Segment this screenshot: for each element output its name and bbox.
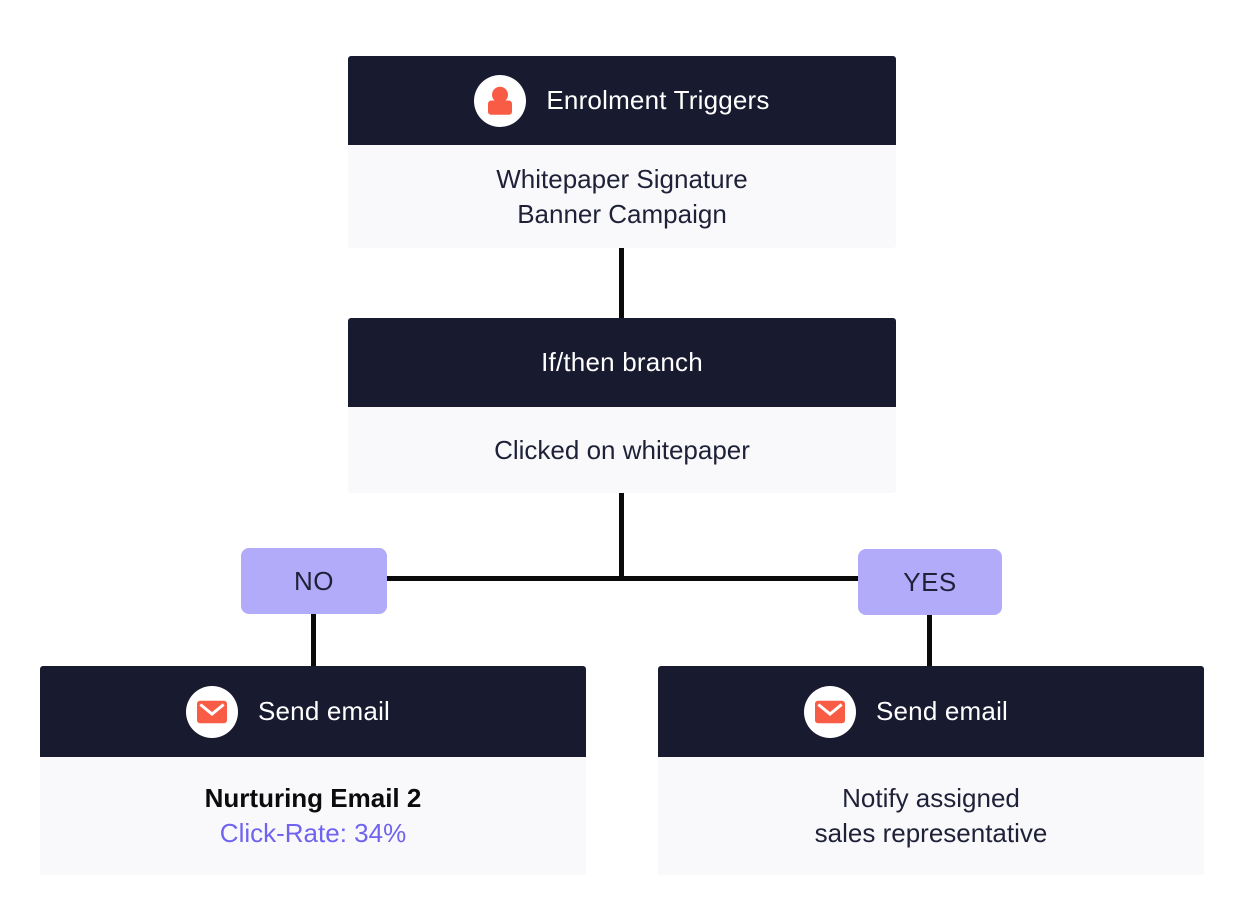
trigger-body-line: Whitepaper Signature bbox=[496, 163, 748, 194]
connector-trigger-to-branch bbox=[619, 248, 624, 318]
email-icon bbox=[803, 685, 856, 738]
send-email-yes-header: Send email bbox=[658, 666, 1204, 757]
send-email-node-yes[interactable]: Send email Notify assigned sales represe… bbox=[658, 666, 1204, 875]
send-email-yes-title: Send email bbox=[875, 696, 1009, 726]
connector-branch-down bbox=[619, 493, 624, 581]
enrolment-trigger-title: Enrolment Triggers bbox=[546, 85, 770, 115]
email-name-text: Nurturing Email 2 bbox=[204, 783, 422, 813]
branch-yes-chip[interactable]: YES bbox=[858, 549, 1002, 615]
if-then-branch-body: Clicked on whitepaper bbox=[348, 407, 896, 493]
trigger-body-line: Banner Campaign bbox=[517, 198, 727, 229]
email-icon bbox=[185, 685, 238, 738]
person-icon bbox=[474, 74, 527, 127]
enrolment-trigger-node[interactable]: Enrolment Triggers Whitepaper Signature … bbox=[348, 56, 896, 248]
send-email-no-title: Send email bbox=[257, 696, 391, 726]
send-email-no-header: Send email bbox=[40, 666, 586, 757]
branch-no-chip[interactable]: NO bbox=[241, 548, 387, 614]
notify-body-line: sales representative bbox=[814, 818, 1048, 848]
notify-body-line: Notify assigned bbox=[842, 783, 1020, 813]
if-then-branch-header: If/then branch bbox=[348, 318, 896, 407]
if-then-branch-title: If/then branch bbox=[541, 347, 703, 377]
send-email-no-body: Nurturing Email 2 Click-Rate: 34% bbox=[40, 757, 586, 875]
branch-condition-text: Clicked on whitepaper bbox=[494, 434, 750, 465]
send-email-node-no[interactable]: Send email Nurturing Email 2 Click-Rate:… bbox=[40, 666, 586, 875]
enrolment-trigger-body: Whitepaper Signature Banner Campaign bbox=[348, 145, 896, 248]
connector-yes-to-email bbox=[927, 615, 932, 666]
click-rate-metric: Click-Rate: 34% bbox=[219, 818, 407, 848]
enrolment-trigger-header: Enrolment Triggers bbox=[348, 56, 896, 145]
connector-branch-horizontal bbox=[387, 576, 858, 581]
connector-no-to-email bbox=[311, 614, 316, 666]
send-email-yes-body: Notify assigned sales representative bbox=[658, 757, 1204, 875]
if-then-branch-node[interactable]: If/then branch Clicked on whitepaper bbox=[348, 318, 896, 493]
